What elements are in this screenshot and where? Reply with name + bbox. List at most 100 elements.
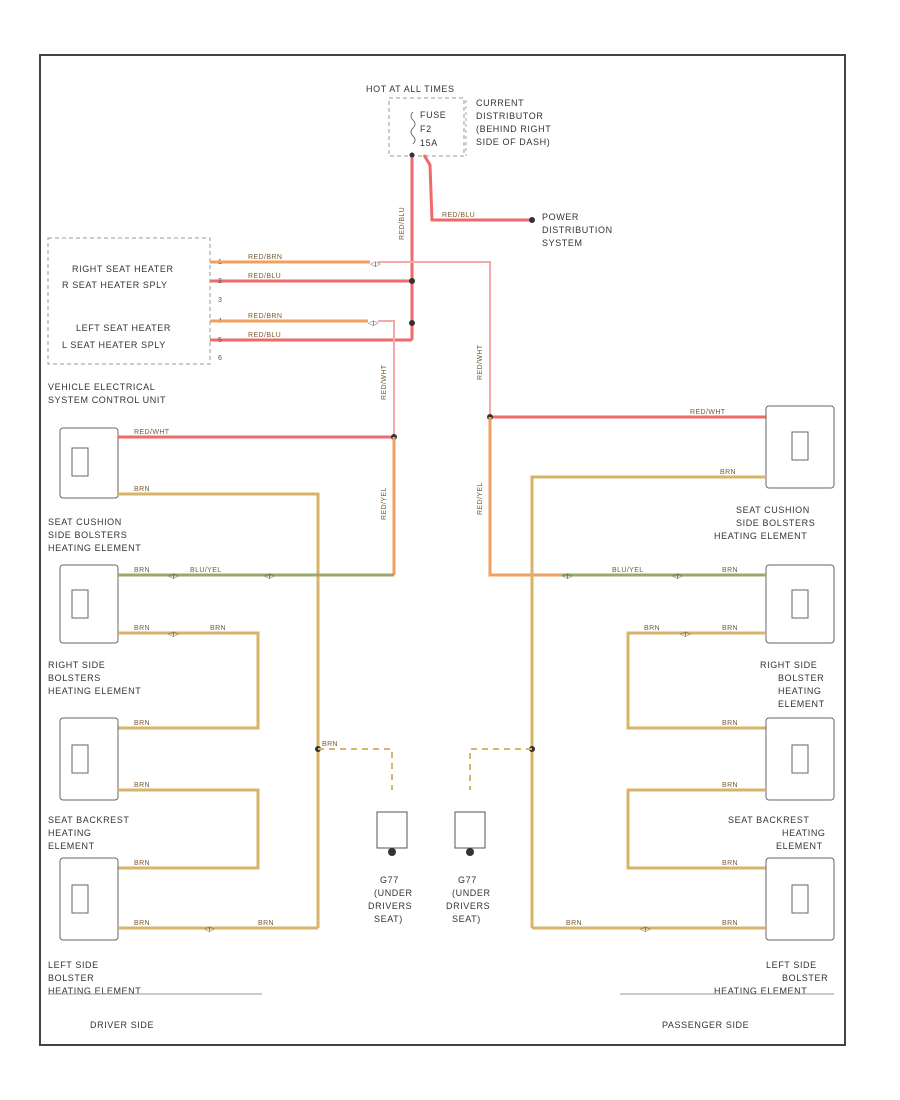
pass-ground-trunk bbox=[530, 475, 766, 928]
driver-cushion-label-3: HEATING ELEMENT bbox=[48, 543, 141, 553]
fuse-node bbox=[409, 152, 415, 158]
driver-rb-out-label: BRN bbox=[134, 625, 150, 632]
fuses-title: HOT AT ALL TIMES bbox=[366, 84, 455, 94]
pass-cushion-feed-label: RED/WHT bbox=[690, 409, 726, 416]
pass-ground-symbol bbox=[454, 811, 486, 849]
driver-side: RED/WHT RED/YEL BRN SEAT CUSHION SIDE BO… bbox=[48, 427, 413, 1030]
driver-right-bolster-element bbox=[59, 564, 119, 644]
driver-lb-connector: ◁▷ bbox=[204, 926, 215, 933]
r-supply-wire-label: RED/BLU bbox=[248, 273, 281, 280]
driver-rb-label-2: BOLSTERS bbox=[48, 673, 101, 683]
fuse-name: FUSE bbox=[420, 110, 446, 120]
driver-backrest-to-lb-wire bbox=[118, 788, 260, 870]
pass-cushion-label-1: SEAT CUSHION bbox=[736, 505, 810, 515]
driver-cushion-feed-label: RED/WHT bbox=[134, 429, 170, 436]
pass-right-bolster-element bbox=[765, 564, 835, 644]
vescu-pin-3: 3 bbox=[218, 297, 222, 304]
vescu-pin-5: 5 bbox=[218, 337, 222, 344]
current-dist-line-1: CURRENT bbox=[476, 98, 524, 108]
driver-backrest-resistor bbox=[71, 744, 89, 774]
vescu-item-3: LEFT SEAT HEATER bbox=[76, 323, 171, 333]
pass-ground-label-4: SEAT) bbox=[452, 914, 481, 924]
pass-lb-in-label: BRN bbox=[722, 860, 738, 867]
driver-rb-connector-2: ◁▷ bbox=[264, 573, 275, 580]
pass-left-bolster-element bbox=[765, 857, 835, 941]
power-dist-line-1: POWER bbox=[542, 212, 579, 222]
pass-right-bolster-resistor bbox=[791, 589, 809, 619]
pass-backrest-to-lb-wire bbox=[626, 788, 766, 870]
pass-rb-out-label-2: BRN bbox=[722, 625, 738, 632]
driver-rb-connector-1: ◁▷ bbox=[168, 573, 179, 580]
left-vertical-wire-label: RED/WHT bbox=[381, 364, 388, 400]
driver-lb-ground-label-2: BRN bbox=[258, 920, 274, 927]
pass-ground-point bbox=[466, 848, 474, 856]
pass-ground-lead bbox=[469, 748, 532, 790]
driver-lb-ground-label: BRN bbox=[134, 920, 150, 927]
l-supply-node bbox=[409, 320, 415, 326]
driver-backrest-element bbox=[59, 717, 119, 801]
driver-rb-feed-label: BRN bbox=[134, 567, 150, 574]
fuse-symbol bbox=[410, 111, 416, 145]
driver-lb-label-1: LEFT SIDE bbox=[48, 960, 99, 970]
fuse-rating: 15A bbox=[420, 138, 438, 148]
vescu-item-4: L SEAT HEATER SPLY bbox=[62, 340, 166, 350]
driver-rb-connector-3: ◁▷ bbox=[168, 631, 179, 638]
driver-rb-label-1: RIGHT SIDE bbox=[48, 660, 105, 670]
driver-lb-label-2: BOLSTER bbox=[48, 973, 94, 983]
pass-backrest-in-label: BRN bbox=[722, 720, 738, 727]
right-vertical-wire-label: RED/WHT bbox=[477, 344, 484, 380]
driver-backrest-label-1: SEAT BACKREST bbox=[48, 815, 130, 825]
driver-backrest-label-2: HEATING bbox=[48, 828, 92, 838]
driver-cushion-element bbox=[59, 427, 119, 499]
pass-rb-label-1: RIGHT SIDE bbox=[760, 660, 817, 670]
current-dist-line-3: (BEHIND RIGHT bbox=[476, 124, 551, 134]
driver-right-bolster-resistor bbox=[71, 589, 89, 619]
red-feed-wires: RED/BLU RED/BLU RED/BLU RED/BLU bbox=[210, 152, 535, 342]
pass-backrest-label-3: ELEMENT bbox=[776, 841, 823, 851]
pass-backrest-element bbox=[765, 717, 835, 801]
heater-output-wires: RED/BRN ◁▷ RED/BRN ◁▷ RED/WHT RED/WHT bbox=[210, 254, 491, 437]
power-dist-wire bbox=[422, 154, 532, 222]
current-dist-line-4: SIDE OF DASH) bbox=[476, 137, 550, 147]
driver-rb-to-backrest-wire bbox=[118, 631, 260, 730]
pass-backrest-label-2: HEATING bbox=[782, 828, 826, 838]
pass-cushion-resistor bbox=[791, 431, 809, 461]
driver-lb-label-3: HEATING ELEMENT bbox=[48, 986, 141, 996]
driver-ground-label-3: DRIVERS bbox=[368, 901, 412, 911]
driver-backrest-out-label: BRN bbox=[134, 782, 150, 789]
fuse-block: HOT AT ALL TIMES FUSE F2 15A CURRENT DIS… bbox=[366, 84, 551, 157]
r-supply-node bbox=[409, 278, 415, 284]
pass-ground-label-2: (UNDER bbox=[452, 888, 491, 898]
vescu-item-2: R SEAT HEATER SPLY bbox=[62, 280, 168, 290]
driver-ground-label-2: (UNDER bbox=[374, 888, 413, 898]
vescu-name-2: SYSTEM CONTROL UNIT bbox=[48, 395, 166, 405]
power-dist-wire-label: RED/BLU bbox=[442, 212, 475, 219]
feed-bus-label: RED/BLU bbox=[399, 207, 406, 240]
pass-lb-ground-label: BRN bbox=[566, 920, 582, 927]
pass-lb-connector: ◁▷ bbox=[640, 926, 651, 933]
pass-cushion-label-3: HEATING ELEMENT bbox=[714, 531, 807, 541]
l-supply-wire-label: RED/BLU bbox=[248, 332, 281, 339]
driver-vertical-red-label: RED/YEL bbox=[381, 487, 388, 520]
driver-ground-trunk bbox=[118, 492, 320, 928]
vescu-pin-6: 6 bbox=[218, 355, 222, 362]
vescu-block: RIGHT SEAT HEATER R SEAT HEATER SPLY LEF… bbox=[47, 237, 222, 365]
driver-cushion-ground-label: BRN bbox=[134, 486, 150, 493]
pass-lb-label-3: HEATING ELEMENT bbox=[714, 986, 807, 996]
pass-rb-label-3: HEATING bbox=[778, 686, 822, 696]
left-heater-wire-b bbox=[378, 320, 395, 437]
driver-rb-out-label-2: BRN bbox=[210, 625, 226, 632]
pass-vertical-red-label: RED/YEL bbox=[477, 482, 484, 515]
current-dist-line-2: DISTRIBUTOR bbox=[476, 111, 543, 121]
diagram-border bbox=[39, 54, 846, 1046]
driver-rb-feed-label-2: BLU/YEL bbox=[190, 567, 222, 574]
pass-backrest-out-label: BRN bbox=[722, 782, 738, 789]
vescu-name-1: VEHICLE ELECTRICAL bbox=[48, 382, 155, 392]
pass-rb-to-backrest-wire bbox=[626, 631, 766, 730]
passenger-side: RED/WHT RED/YEL BRN SEAT CUSHION SIDE BO… bbox=[446, 405, 835, 1030]
pass-cushion-label-2: SIDE BOLSTERS bbox=[736, 518, 815, 528]
pass-backrest-label-1: SEAT BACKREST bbox=[728, 815, 810, 825]
left-heater-wire-label: RED/BRN bbox=[248, 313, 282, 320]
left-heater-connector: ◁▷ bbox=[368, 320, 379, 327]
